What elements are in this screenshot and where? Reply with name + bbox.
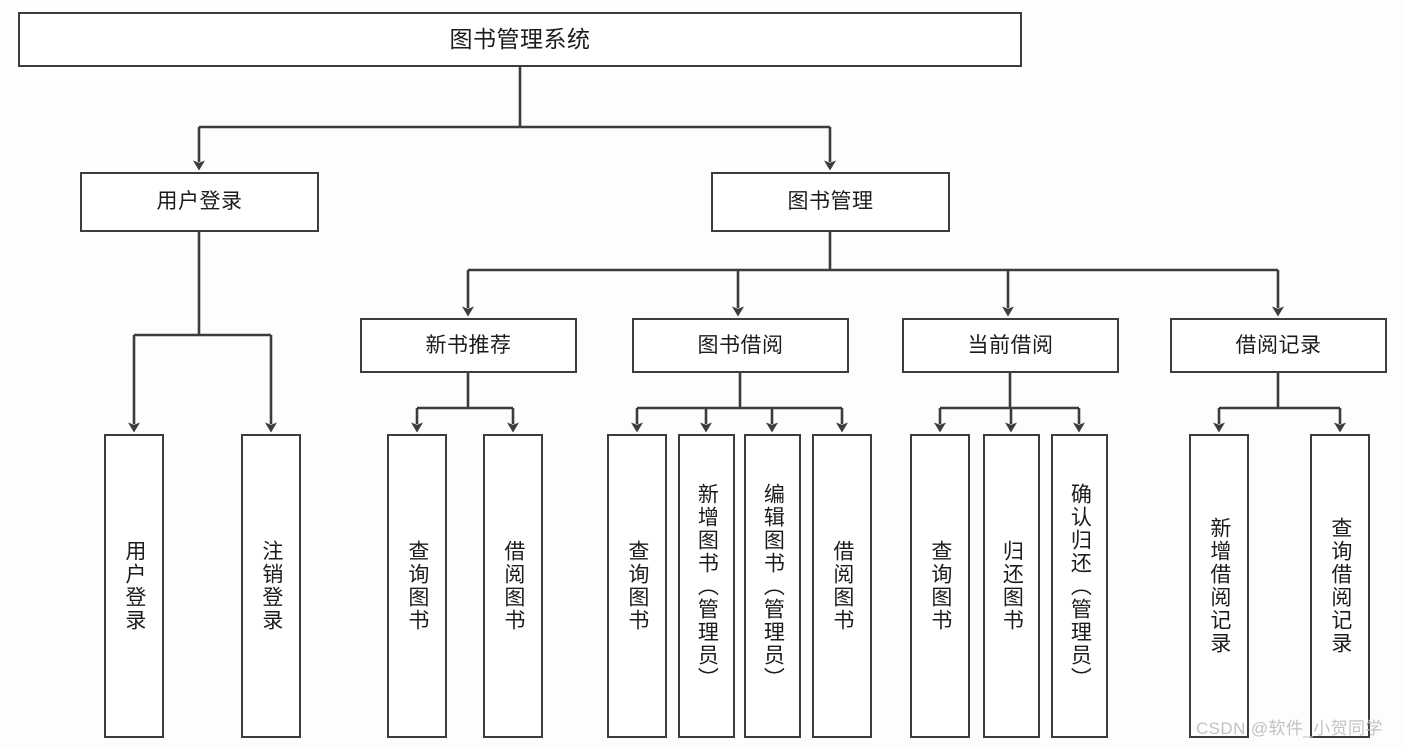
leaf-label: 查询图书	[405, 540, 429, 632]
leaf-label: 借阅图书	[501, 540, 525, 632]
node-label: 用户登录	[156, 190, 243, 214]
node-user-login[interactable]: 用户登录	[80, 172, 319, 232]
leaf-node-user-login[interactable]: 用户登录	[104, 434, 164, 738]
node-root-system[interactable]: 图书管理系统	[18, 12, 1022, 67]
leaf-node-confirm-return-admin[interactable]: 确认归还（管理员）	[1051, 434, 1108, 738]
leaf-node-return-book[interactable]: 归还图书	[983, 434, 1040, 738]
node-label: 图书管理	[787, 190, 874, 214]
leaf-node-add-borrow-record[interactable]: 新增借阅记录	[1189, 434, 1249, 738]
leaf-node-query-book-rec[interactable]: 查询图书	[387, 434, 447, 738]
leaf-label: 新增图书（管理员）	[695, 482, 719, 690]
node-current-borrow[interactable]: 当前借阅	[902, 318, 1119, 373]
node-book-management[interactable]: 图书管理	[711, 172, 950, 232]
node-label: 当前借阅	[967, 333, 1054, 357]
node-label: 图书借阅	[697, 333, 784, 357]
leaf-node-add-book-admin[interactable]: 新增图书（管理员）	[678, 434, 735, 738]
leaf-label: 新增借阅记录	[1207, 517, 1231, 655]
leaf-label: 借阅图书	[830, 540, 854, 632]
leaf-node-borrow-book-rec[interactable]: 借阅图书	[483, 434, 543, 738]
leaf-node-edit-book-admin[interactable]: 编辑图书（管理员）	[744, 434, 801, 738]
leaf-node-borrow-book[interactable]: 借阅图书	[812, 434, 872, 738]
leaf-label: 查询图书	[625, 540, 649, 632]
leaf-label: 确认归还（管理员）	[1068, 482, 1092, 690]
node-book-borrow[interactable]: 图书借阅	[632, 318, 849, 373]
leaf-label: 注销登录	[259, 540, 283, 632]
node-label: 借阅记录	[1235, 333, 1322, 357]
leaf-label: 归还图书	[1000, 540, 1024, 632]
leaf-node-logout[interactable]: 注销登录	[241, 434, 301, 738]
leaf-label: 编辑图书（管理员）	[761, 482, 785, 690]
leaf-label: 查询借阅记录	[1328, 517, 1352, 655]
node-borrow-record[interactable]: 借阅记录	[1170, 318, 1387, 373]
leaf-node-query-book-current[interactable]: 查询图书	[910, 434, 970, 738]
node-label: 新书推荐	[425, 333, 512, 357]
node-new-book-recommend[interactable]: 新书推荐	[360, 318, 577, 373]
leaf-node-query-book-borrow[interactable]: 查询图书	[607, 434, 667, 738]
node-root-label: 图书管理系统	[449, 25, 591, 52]
leaf-label: 用户登录	[122, 540, 146, 632]
leaf-node-query-borrow-record[interactable]: 查询借阅记录	[1310, 434, 1370, 738]
leaf-label: 查询图书	[928, 540, 952, 632]
